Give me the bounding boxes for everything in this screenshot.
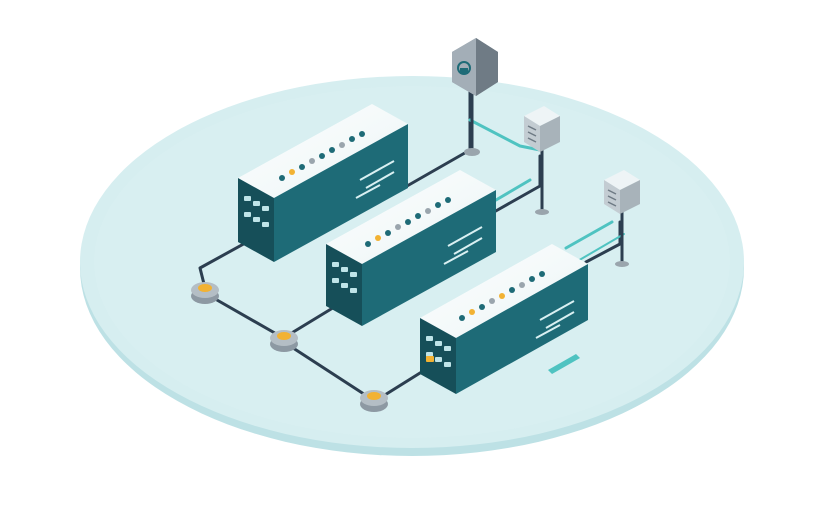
- cable-server2-gateway1: [492, 154, 542, 214]
- server-rack-2: [326, 170, 496, 326]
- server-3-top-leds: [459, 271, 545, 321]
- cable-teal-gateway2: [575, 233, 625, 263]
- floor-label-plate: [548, 354, 580, 374]
- server-3-port-panel: [426, 336, 451, 367]
- cable-network: [198, 90, 625, 400]
- server-3-amber-indicator: [426, 356, 434, 362]
- server-1-status-bars: [355, 160, 395, 199]
- server-1-port-panel: [244, 196, 269, 227]
- connector-node-3: [360, 390, 388, 412]
- cable-teal-server3-gateway2: [564, 220, 614, 250]
- server-rack-3: [420, 244, 588, 394]
- server-rack-1: [238, 104, 408, 262]
- server-2-status-bars: [443, 226, 483, 265]
- cable-teal-server2-gateway1: [494, 178, 532, 202]
- cable-server3-gateway2: [584, 220, 622, 264]
- server-1-top-leds: [279, 131, 365, 181]
- shield-lock-device: [452, 38, 498, 156]
- cable-teal-shield-gateway1: [468, 118, 542, 152]
- cable-node1-node2: [208, 294, 282, 338]
- server-3-status-bars: [535, 300, 575, 339]
- connector-nodes: [191, 282, 388, 412]
- cable-server2-node2: [288, 304, 338, 336]
- cable-node2-node3: [288, 344, 372, 400]
- connector-node-2: [270, 330, 298, 352]
- cable-server1-node1: [198, 234, 260, 290]
- server-2-port-panel: [332, 262, 357, 293]
- connector-node-1: [191, 282, 219, 304]
- gateway-device-2: [604, 170, 640, 267]
- gateway-device-1: [524, 106, 560, 215]
- server-2-top-leds: [365, 197, 451, 247]
